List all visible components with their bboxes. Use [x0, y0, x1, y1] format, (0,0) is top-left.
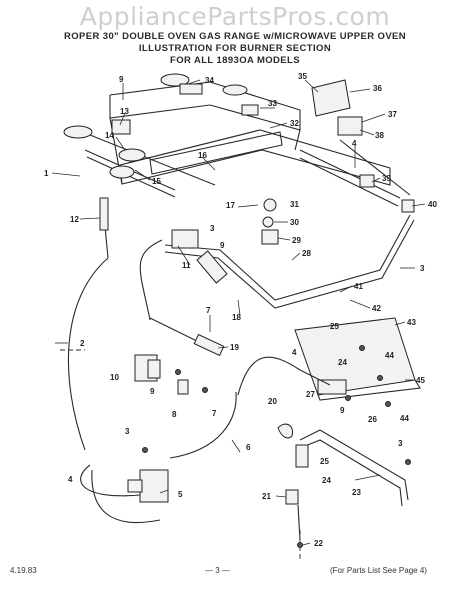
footer-page-number: — 3 —	[205, 566, 230, 575]
callout-1: 1	[44, 169, 49, 178]
callout-6: 6	[246, 443, 251, 452]
callout-41: 41	[354, 282, 363, 291]
callout-4: 4	[292, 348, 297, 357]
callout-21: 21	[262, 492, 271, 501]
callout-31: 31	[290, 200, 299, 209]
callout-29: 29	[292, 236, 301, 245]
callout-23: 23	[352, 488, 361, 497]
callout-37: 37	[388, 110, 397, 119]
callout-24: 24	[338, 358, 347, 367]
callout-9: 9	[150, 387, 155, 396]
callout-25: 25	[320, 457, 329, 466]
callout-15: 15	[152, 177, 161, 186]
callout-3: 3	[210, 224, 215, 233]
callout-14: 14	[105, 131, 114, 140]
callout-2: 2	[80, 339, 85, 348]
callout-4: 4	[68, 475, 73, 484]
watermark: AppliancePartsPros.com	[79, 2, 391, 31]
callout-10: 10	[110, 373, 119, 382]
header-line-model: ROPER 30" DOUBLE OVEN GAS RANGE w/MICROW…	[63, 31, 407, 42]
callout-13: 13	[120, 107, 129, 116]
footer-parts-list-note: (For Parts List See Page 4)	[330, 566, 427, 575]
callout-12: 12	[70, 215, 79, 224]
callout-45: 45	[416, 376, 425, 385]
callout-42: 42	[372, 304, 381, 313]
callout-labels: 34 9 13 33 35 36 32 37 14 38 16 4 1 15 3…	[44, 72, 437, 548]
callout-4: 4	[352, 139, 357, 148]
callout-9: 9	[119, 75, 124, 84]
callout-3: 3	[398, 439, 403, 448]
pressure-regulator	[127, 447, 169, 503]
broil-burner-assembly	[277, 423, 411, 548]
callout-3: 3	[420, 264, 425, 273]
callout-7: 7	[212, 409, 217, 418]
gas-tubing	[60, 239, 301, 560]
leader-lines	[51, 79, 426, 546]
callout-32: 32	[290, 119, 299, 128]
callout-36: 36	[373, 84, 382, 93]
callout-5: 5	[178, 490, 183, 499]
callout-18: 18	[232, 313, 241, 322]
callout-27: 27	[306, 390, 315, 399]
callout-22: 22	[314, 539, 323, 548]
callout-17: 17	[226, 201, 235, 210]
callout-35: 35	[298, 72, 307, 81]
callout-30: 30	[290, 218, 299, 227]
callout-44: 44	[400, 414, 409, 423]
valve-assembly-left	[134, 317, 225, 395]
callout-8: 8	[172, 410, 177, 419]
callout-11: 11	[182, 261, 191, 270]
callout-9: 9	[220, 241, 225, 250]
callout-9: 9	[340, 406, 345, 415]
burner-frame-assembly	[63, 73, 415, 309]
callout-39: 39	[382, 174, 391, 183]
callout-26: 26	[368, 415, 377, 424]
header-line-illustration: ILLUSTRATION FOR BURNER SECTION	[138, 43, 332, 54]
callout-3: 3	[125, 427, 130, 436]
callout-34: 34	[205, 76, 214, 85]
callout-7: 7	[206, 306, 211, 315]
callout-19: 19	[230, 343, 239, 352]
callout-25: 25	[330, 322, 339, 331]
callout-38: 38	[375, 131, 384, 140]
callout-33: 33	[268, 99, 277, 108]
callout-40: 40	[428, 200, 437, 209]
callout-16: 16	[198, 151, 207, 160]
callout-44: 44	[385, 351, 394, 360]
oven-burner-box	[294, 317, 421, 407]
footer-date: 4.19.83	[10, 566, 37, 575]
header-line-models: FOR ALL 1893OA MODELS	[170, 55, 300, 66]
callout-28: 28	[302, 249, 311, 258]
callout-20: 20	[268, 397, 277, 406]
callout-24: 24	[322, 476, 331, 485]
callout-43: 43	[407, 318, 416, 327]
